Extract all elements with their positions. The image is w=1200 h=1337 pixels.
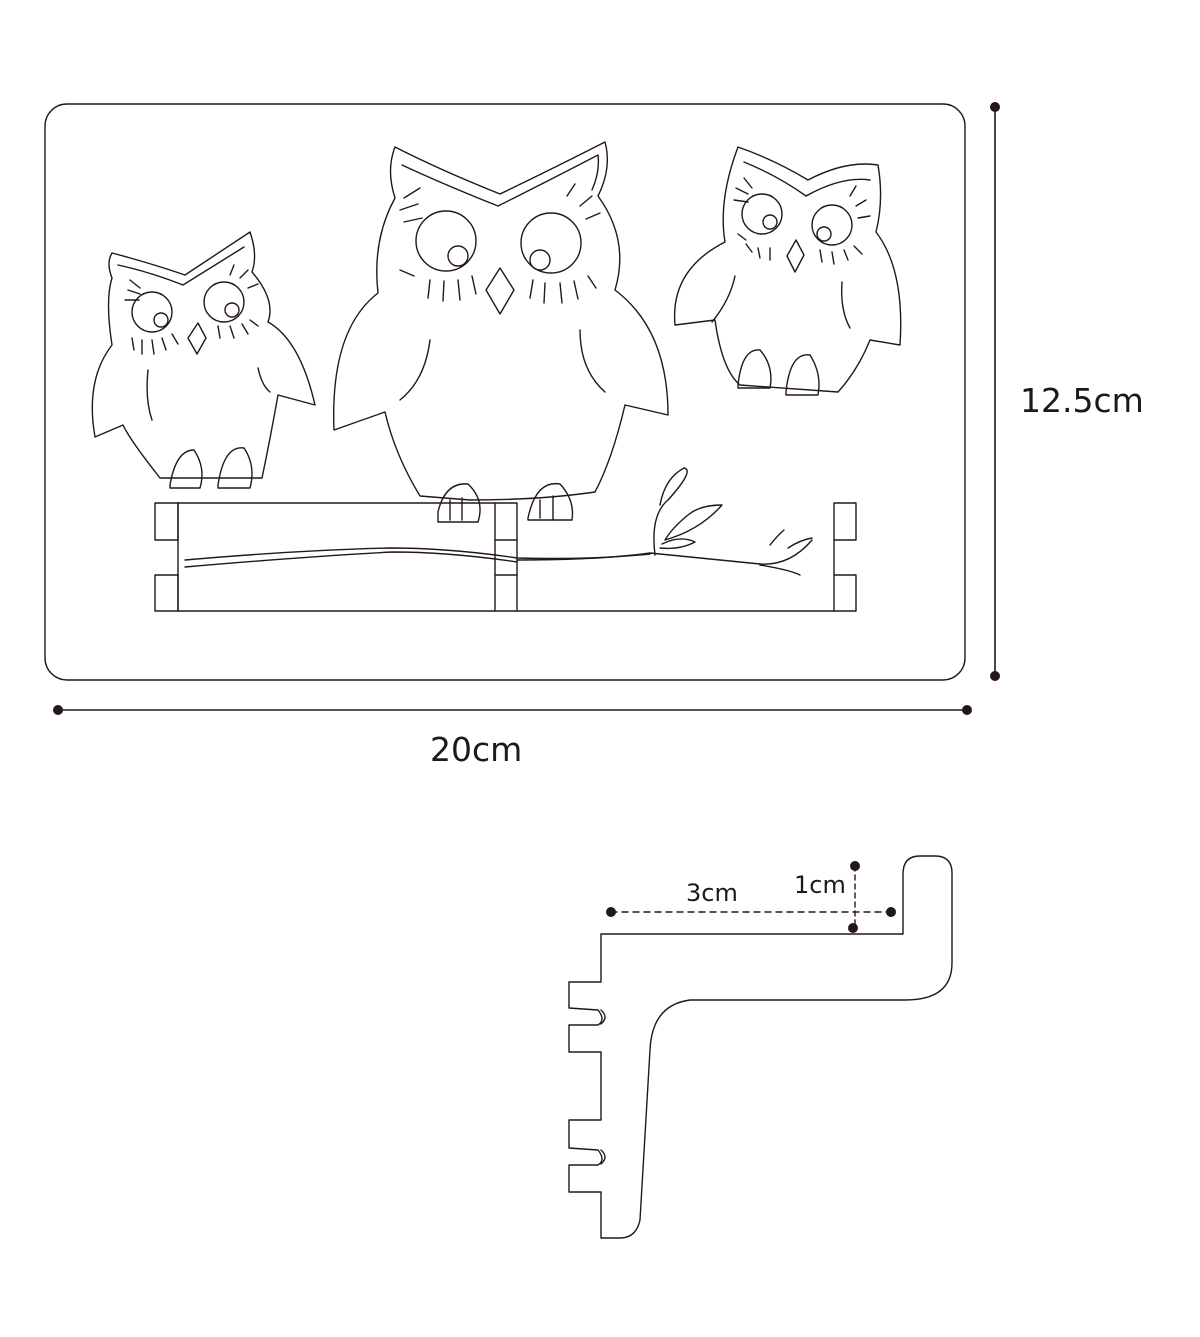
height-label: 12.5cm (1020, 381, 1144, 420)
width-label: 20cm (430, 730, 523, 769)
dim-dot-1cm-top (850, 861, 860, 871)
bracket-length-label: 3cm (686, 879, 738, 907)
owl-small-right (673, 146, 902, 396)
dim-dot-width-left (53, 705, 63, 715)
dim-dot-height-top (990, 102, 1000, 112)
bracket-piece (568, 855, 953, 1239)
dim-dot-height-bottom (990, 671, 1000, 681)
panel-board (44, 103, 966, 681)
owl-large (332, 141, 669, 523)
shelf-frame (154, 502, 857, 612)
owl-small-left (91, 231, 316, 489)
dim-dot-3cm-left (606, 907, 616, 917)
bracket-dims (610, 865, 891, 928)
dim-dot-3cm-right (886, 907, 896, 917)
branch-leaves (516, 467, 813, 576)
dim-dot-width-right (962, 705, 972, 715)
bracket-lip-label: 1cm (794, 871, 846, 899)
dim-dot-1cm-bottom (848, 923, 858, 933)
